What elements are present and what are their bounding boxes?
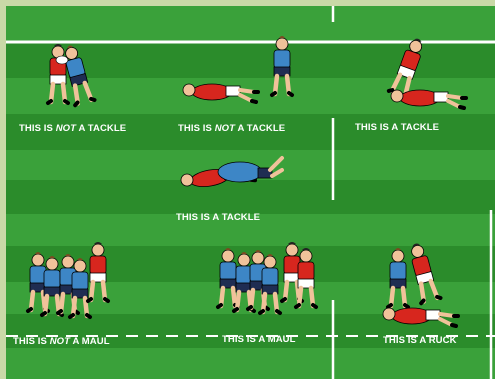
- caption-5: THIS IS NOT A MAUL: [13, 336, 110, 347]
- caption-2: THIS IS NOT A TACKLE: [178, 123, 285, 134]
- caption-6: THIS IS A MAUL: [222, 334, 296, 345]
- caption-7: THIS IS A RUCK: [383, 335, 457, 346]
- caption-3: THIS IS A TACKLE: [355, 122, 439, 133]
- caption-4: THIS IS A TACKLE: [176, 212, 260, 223]
- caption-1: THIS IS NOT A TACKLE: [19, 123, 126, 134]
